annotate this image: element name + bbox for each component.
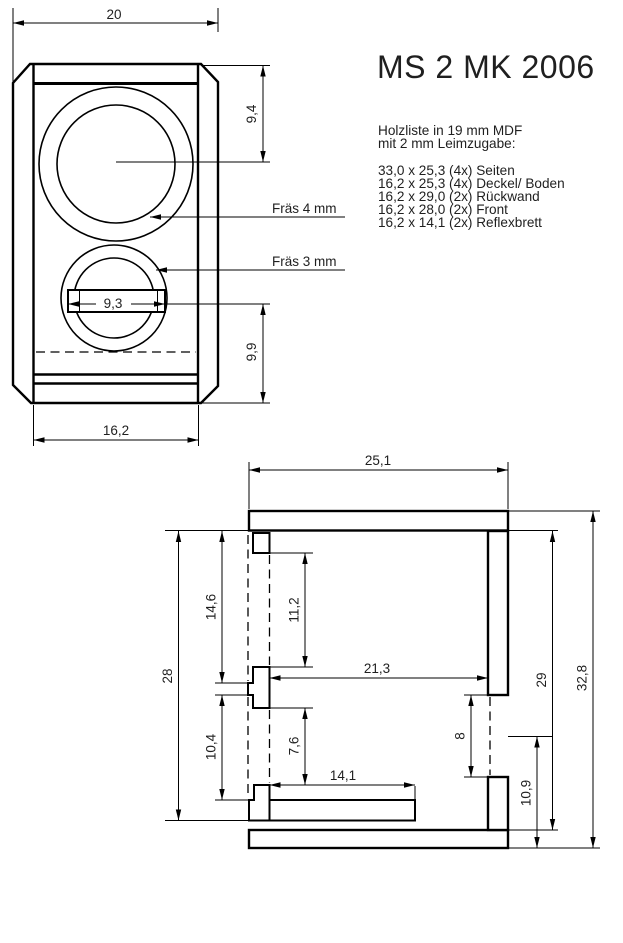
dim-label: 16,2 <box>103 423 129 438</box>
dim-label: 20 <box>106 7 121 22</box>
woofer-cutout-circle <box>56 104 176 224</box>
dim-woofer-center: 9,4 <box>116 65 270 163</box>
arrow-left <box>13 20 24 26</box>
back-wall-upper <box>486 529 510 697</box>
back-wall-lower <box>486 775 510 832</box>
dim-driver2-center: 9,9 <box>200 304 270 404</box>
dim-plate-width: 9,3 <box>68 296 270 311</box>
dim-reflex-board: 14,1 <box>269 768 415 788</box>
parts-list-item: 16,2 x 29,0 (2x) Rückwand <box>378 189 540 205</box>
dim-cutout1-height: 11,2 <box>287 553 308 667</box>
reflex-board <box>268 799 416 822</box>
front-bottom-segment <box>248 784 271 822</box>
material-note-line2: mit 2 mm Leimzugabe: <box>378 136 516 152</box>
dim-inner-depth: 21,3 <box>269 661 488 681</box>
fras3-label: Fräs 3 mm <box>272 254 337 269</box>
dim-label: 10,4 <box>204 733 219 760</box>
woofer-recess-circle <box>38 86 194 242</box>
front-top-segment <box>252 532 271 554</box>
dim-label: 9,3 <box>104 296 123 311</box>
dim-cutout1-offset: 14,6 <box>204 531 225 683</box>
dim-label: 9,4 <box>244 104 259 123</box>
parts-list: 33,0 x 25,3 (4x) Seiten 16,2 x 25,3 (4x)… <box>378 163 565 231</box>
section-view: 25,1 28 14,6 10,4 <box>160 453 600 850</box>
front-view: 20 9,4 9,3 <box>11 7 345 446</box>
dim-back-wall: 29 <box>534 531 556 830</box>
annotation-fras3: Fräs 3 mm <box>156 254 345 273</box>
arrow-right <box>207 20 218 26</box>
dim-label: 11,2 <box>287 597 302 622</box>
dim-label: 8 <box>453 732 468 740</box>
dim-outer-width: 20 <box>12 7 219 83</box>
dim-baffle-width: 16,2 <box>33 405 199 446</box>
material-note: Holzliste in 19 mm MDF mit 2 mm Leimzuga… <box>378 123 523 152</box>
front-mid-segment <box>247 666 271 709</box>
dim-label: 25,1 <box>365 453 391 468</box>
annotation-fras4: Fräs 4 mm <box>150 201 345 220</box>
dim-port-center: 10,9 <box>519 736 540 848</box>
dim-label: 9,9 <box>244 343 259 362</box>
bottom-board <box>247 828 510 850</box>
parts-list-item: 16,2 x 28,0 (2x) Front <box>378 202 508 218</box>
dim-cutout2-height: 7,6 <box>287 708 308 785</box>
leader-arrow <box>150 214 161 220</box>
driver2-recess-circle <box>60 244 168 352</box>
dim-label: 32,8 <box>575 665 590 691</box>
dim-depth: 25,1 <box>249 453 508 473</box>
drawing-title: MS 2 MK 2006 <box>377 49 595 85</box>
parts-list-item: 33,0 x 25,3 (4x) Seiten <box>378 163 515 178</box>
dim-label: 21,3 <box>364 661 390 676</box>
dim-cutout2-offset: 10,4 <box>204 695 225 800</box>
fras4-label: Fräs 4 mm <box>272 201 337 216</box>
dim-front-height: 28 <box>160 531 182 821</box>
dim-total-height: 32,8 <box>575 511 596 848</box>
parts-list-item: 16,2 x 14,1 (2x) Reflexbrett <box>378 215 542 231</box>
dim-label: 14,1 <box>330 768 356 783</box>
dim-port-gap: 8 <box>453 695 474 777</box>
dim-label: 28 <box>160 668 175 683</box>
dim-label: 7,6 <box>287 737 302 756</box>
leader-arrow <box>156 267 167 273</box>
dim-label: 10,9 <box>519 780 534 806</box>
material-note-line1: Holzliste in 19 mm MDF <box>378 123 523 138</box>
top-board <box>247 509 510 532</box>
driver2-plate <box>67 289 166 313</box>
dim-label: 29 <box>534 672 549 687</box>
parts-list-item: 16,2 x 25,3 (4x) Deckel/ Boden <box>378 176 565 192</box>
dim-label: 14,6 <box>204 594 219 620</box>
